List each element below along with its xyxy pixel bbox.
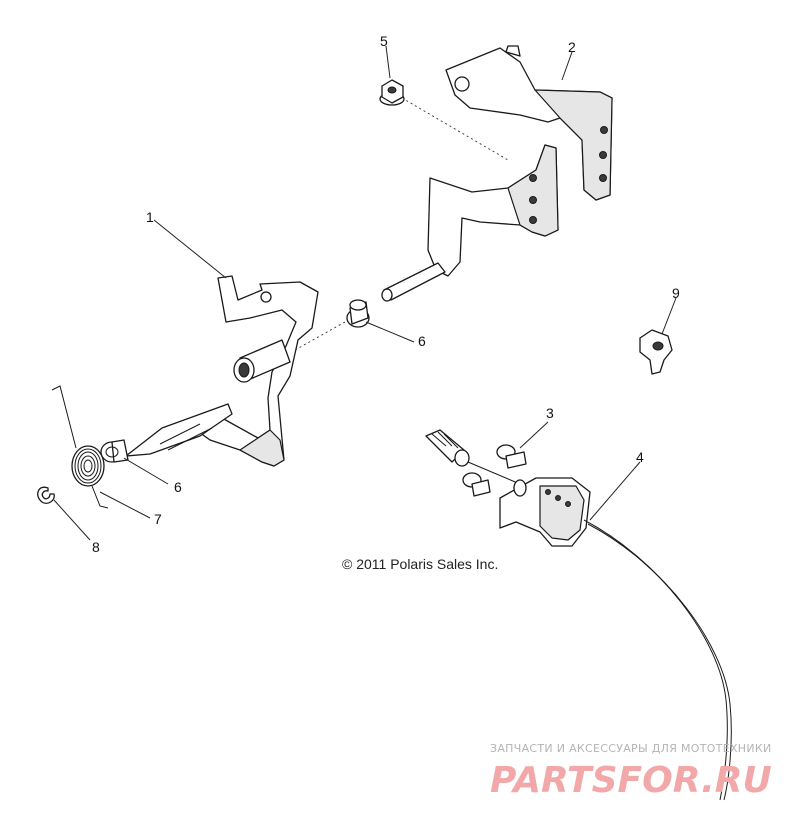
e-clip <box>37 486 55 504</box>
watermark-tagline: ЗАПЧАСТИ И АКСЕССУАРЫ ДЛЯ МОТОТЕХНИКИ <box>490 742 772 755</box>
callout-8: 8 <box>92 539 100 555</box>
callout-9: 9 <box>672 285 680 301</box>
torsion-spring <box>51 385 109 509</box>
copyright-text: © 2011 Polaris Sales Inc. <box>342 556 498 572</box>
alignment-line-nut <box>401 97 509 161</box>
mounting-bracket <box>381 45 613 302</box>
leader-lines <box>53 45 677 541</box>
watermark-logo: PARTSFOR.RU <box>490 760 772 801</box>
pedal-arm <box>125 275 319 467</box>
bushing-lower <box>100 439 129 463</box>
watermark: ЗАПЧАСТИ И АКСЕССУАРЫ ДЛЯ МОТОТЕХНИКИ PA… <box>490 742 772 801</box>
flange-nut <box>379 79 405 106</box>
callout-7: 7 <box>154 511 162 527</box>
callout-4: 4 <box>636 449 644 465</box>
screws <box>462 444 527 497</box>
callout-5: 5 <box>380 33 388 49</box>
callout-1: 1 <box>146 209 154 225</box>
bushing-upper <box>346 299 370 328</box>
cable-assembly <box>425 429 732 801</box>
callout-labels: 1 2 3 4 5 6 6 7 8 9 <box>92 33 680 555</box>
callout-6-upper: 6 <box>418 333 426 349</box>
alignment-line-shaft <box>255 317 353 373</box>
callout-2: 2 <box>568 39 576 55</box>
cable-clip <box>639 329 673 375</box>
callout-6-lower: 6 <box>174 479 182 495</box>
callout-3: 3 <box>546 405 554 421</box>
